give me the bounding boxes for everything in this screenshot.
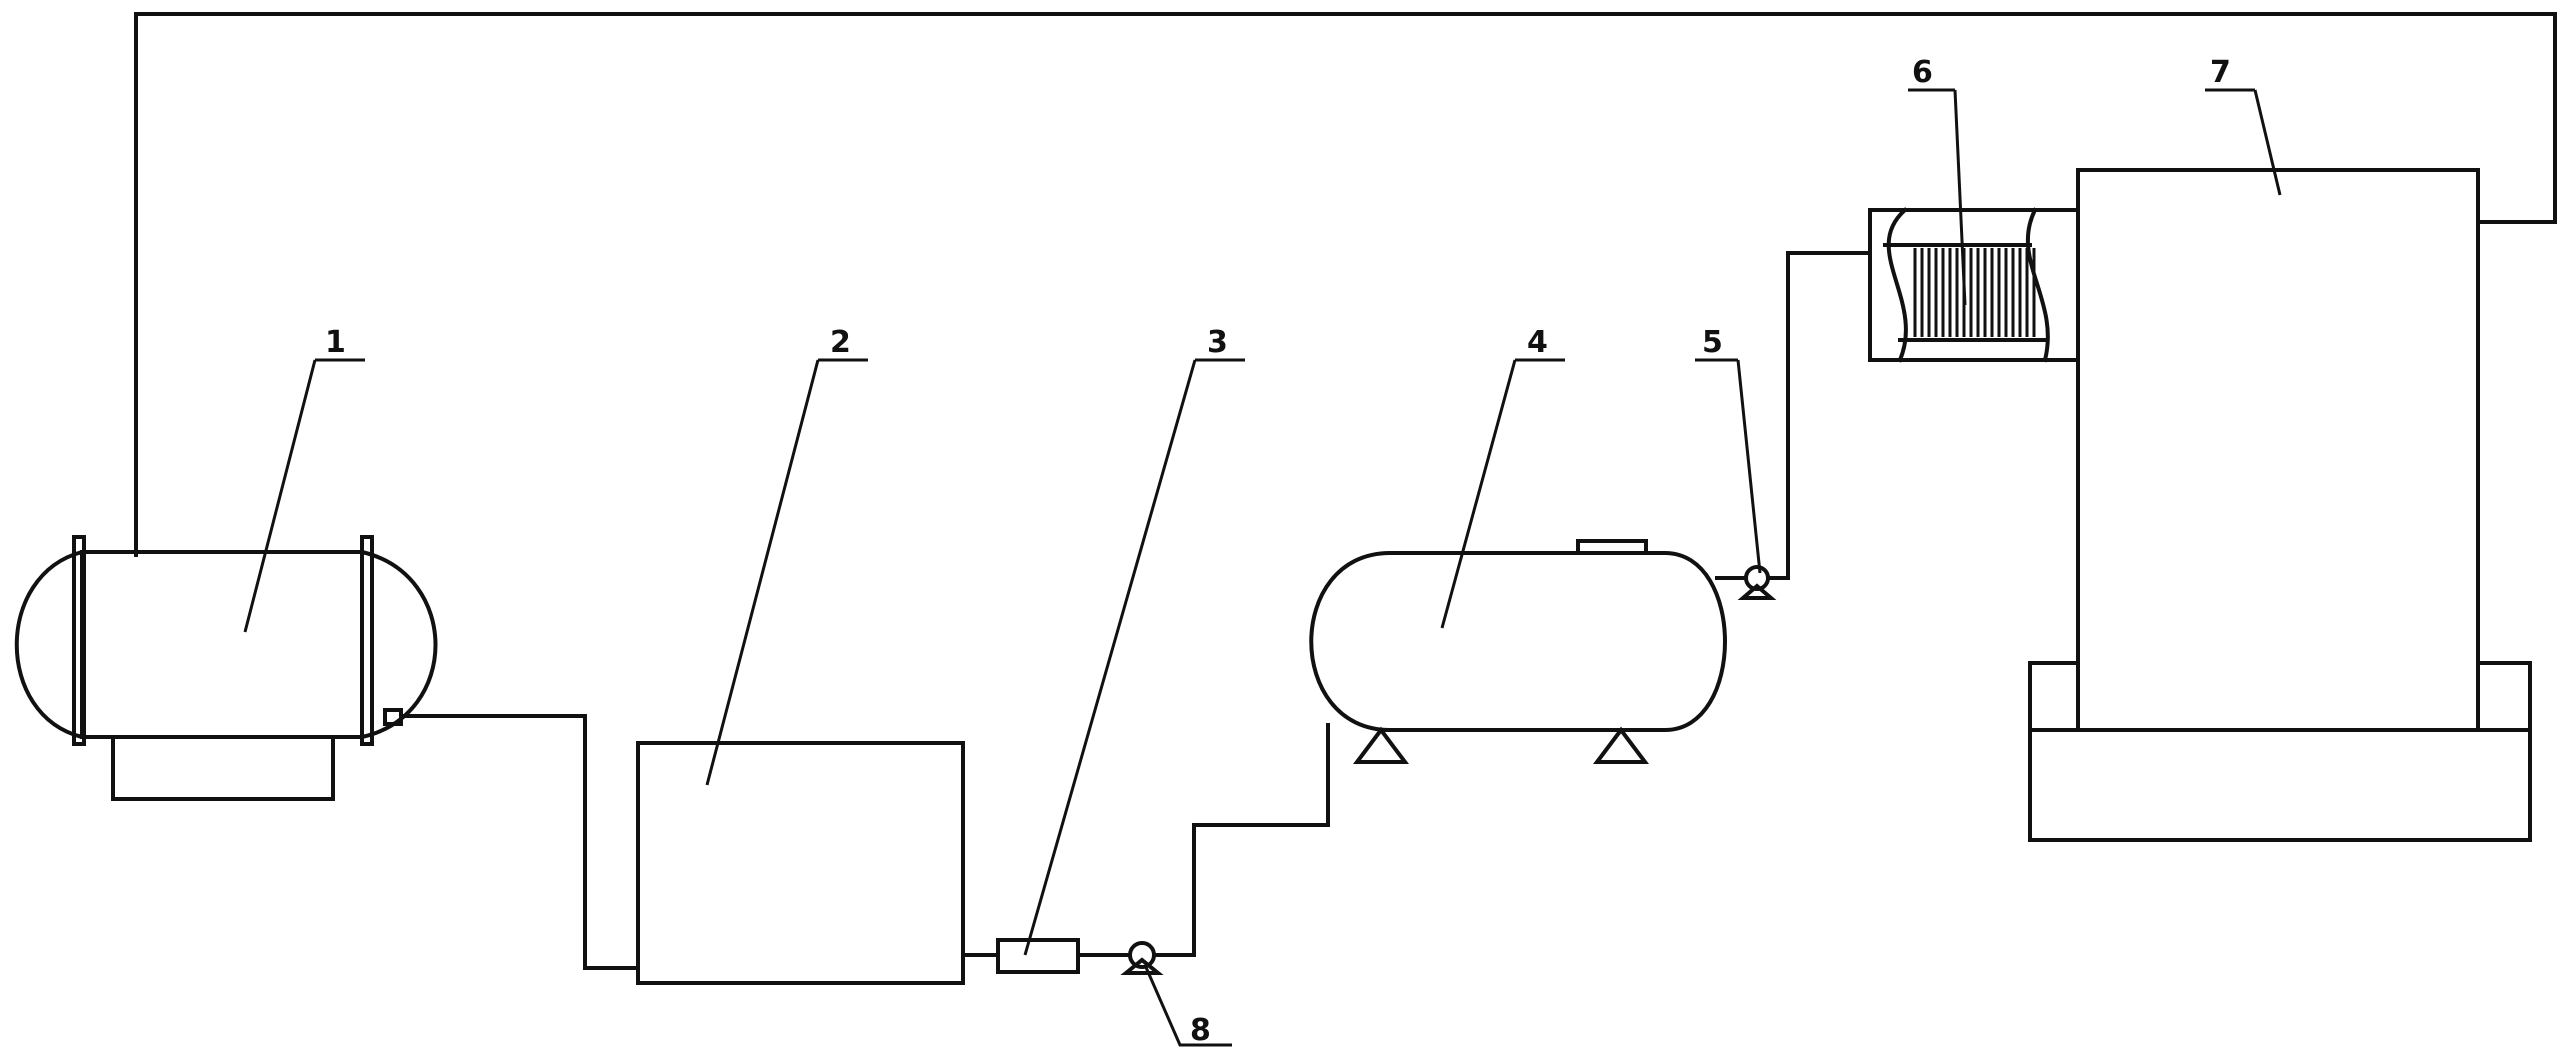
component-3-filter: [996, 938, 1080, 974]
label-6: 6: [1912, 55, 1933, 90]
tank-1-right-flange: [360, 535, 374, 746]
label-3: 3: [1207, 325, 1228, 360]
pipe-1-to-2: [399, 714, 640, 970]
cabinet-7-left-foot: [2028, 661, 2080, 732]
pump-5-foot: [1737, 583, 1777, 600]
tank-1-left-head: [14, 549, 85, 740]
label-5: 5: [1702, 325, 1723, 360]
tank-1-base: [111, 735, 335, 801]
tank-4-top-port: [1576, 539, 1648, 555]
leader-line-5: 5: [1695, 325, 1762, 574]
component-2-box: [636, 741, 965, 985]
exchanger-6-fins: [1913, 248, 2036, 337]
tank-1-left-flange: [72, 535, 86, 746]
pump-8-foot: [1120, 957, 1164, 975]
component-8-pump: [1120, 941, 1164, 975]
cabinet-7-base: [2028, 728, 2532, 842]
component-4-tank: [1309, 539, 1727, 764]
pipe-8-to-4: [1152, 723, 1330, 957]
tank-4-shell: [1309, 551, 1727, 732]
tank-1-body: [80, 550, 364, 739]
component-1-tank: [14, 535, 438, 801]
leader-line-1: 1: [243, 325, 365, 633]
return-pipe: [134, 12, 2557, 557]
leader-line-3: 3: [1023, 325, 1245, 956]
component-7-cabinet: [2028, 168, 2532, 842]
pipe-5-to-6: [1766, 251, 1872, 580]
label-4: 4: [1527, 325, 1548, 360]
component-5-pump: [1737, 565, 1777, 600]
exchanger-6-left-break: [1886, 207, 1908, 363]
label-7: 7: [2210, 55, 2231, 90]
pump-8-body: [1128, 941, 1156, 969]
tank-4-support-left: [1353, 726, 1409, 764]
exchanger-6-right-break: [2025, 207, 2050, 363]
label-2: 2: [830, 325, 851, 360]
leader-line-2: 2: [705, 325, 868, 786]
leader-line-4: 4: [1440, 325, 1565, 629]
leader-line-6: 6: [1908, 55, 1967, 306]
cabinet-7-body: [2076, 168, 2480, 732]
label-8: 8: [1190, 1013, 1211, 1048]
cabinet-7-right-foot: [2476, 661, 2532, 732]
label-1: 1: [325, 325, 346, 360]
leader-line-7: 7: [2205, 55, 2282, 196]
leader-line-8: 8: [1143, 964, 1232, 1048]
component-6-heat-exchanger: [1868, 207, 2080, 363]
tank-4-support-right: [1593, 726, 1649, 764]
